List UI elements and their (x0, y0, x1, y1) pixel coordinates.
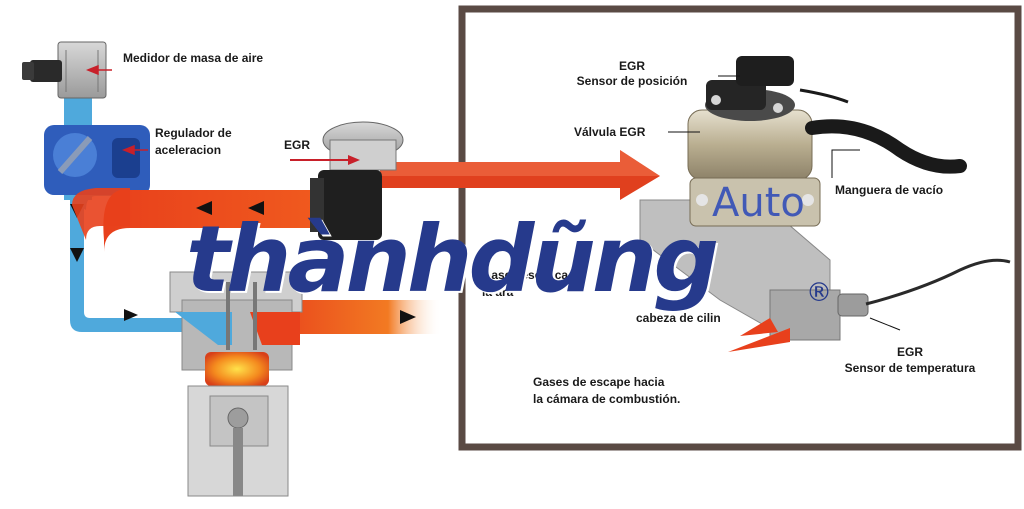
label-egr-temp-line2: Sensor de temperatura (844, 361, 976, 375)
throttle-body-icon (44, 125, 150, 195)
egr-flow-arrow (380, 150, 660, 200)
label-throttle-line1: Regulador de (155, 126, 232, 140)
egr-temperature-sensor-icon (837, 258, 1011, 317)
label-egr-position-line2: Sensor de posición (576, 74, 688, 88)
label-exhaust-partial-line1: Gases ese e ca (482, 268, 569, 282)
exhaust-return-pipe (72, 188, 320, 252)
egr-valve-left-icon (290, 121, 404, 240)
label-egr-left: EGR (284, 138, 311, 152)
leader-lines (668, 75, 901, 331)
label-vacuum-hose: Manguera de vacío (835, 183, 944, 197)
label-cylinder-head-partial: cabeza de cilin (636, 311, 721, 325)
engine-cylinder-icon (169, 271, 303, 497)
label-egr-valve: Válvula EGR (574, 125, 646, 139)
watermark-logo: thànhdũng (186, 206, 719, 313)
label-egr-temp-line1: EGR (896, 345, 923, 359)
watermark-sub: Auto (712, 180, 805, 226)
watermark-registered-icon: ® (806, 278, 832, 308)
label-throttle-line2: aceleracion (155, 143, 222, 157)
label-exhaust-partial-line2: la ara (482, 285, 514, 299)
label-egr-position-line1: EGR (618, 59, 645, 73)
mass-air-meter-icon (22, 41, 107, 99)
label-exhaust-to-chamber-line2: la cámara de combustión. (533, 392, 681, 406)
left-leader-arrows (85, 64, 148, 156)
egr-valve-photo (639, 56, 967, 352)
label-mass-air-meter: Medidor de masa de aire (123, 51, 264, 65)
label-exhaust-to-chamber-line1: Gases de escape hacia (533, 375, 665, 389)
